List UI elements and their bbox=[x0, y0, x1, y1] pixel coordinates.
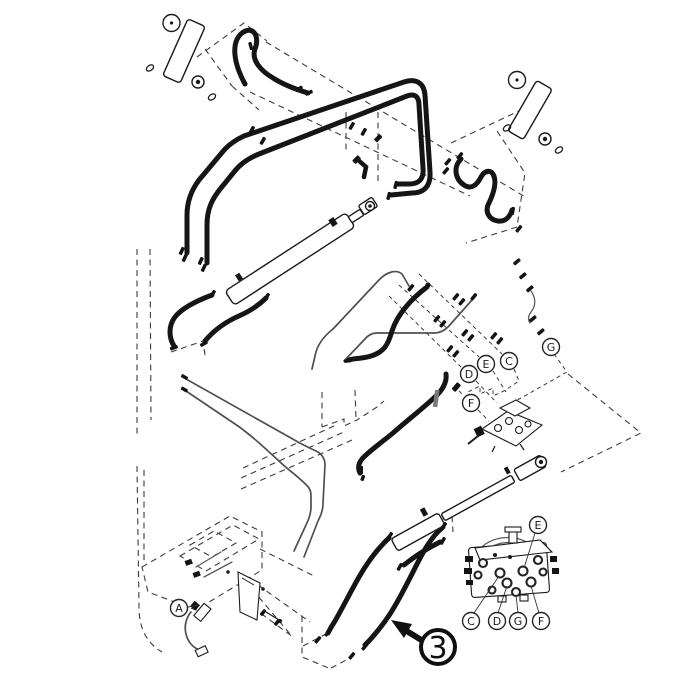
tilt-cylinder-left bbox=[145, 13, 217, 101]
center-hoses bbox=[346, 284, 449, 476]
valve-callout-e: E bbox=[528, 515, 548, 535]
svg-text:E: E bbox=[535, 519, 542, 532]
svg-text:D: D bbox=[493, 615, 501, 628]
valve-block-detail bbox=[464, 526, 559, 614]
callout-group-hoses: D E C G F bbox=[459, 337, 561, 413]
svg-text:E: E bbox=[483, 358, 490, 371]
callout-f: F bbox=[461, 393, 481, 413]
w-hose bbox=[453, 156, 515, 224]
callout-g: G bbox=[541, 337, 561, 357]
port-d bbox=[501, 577, 513, 589]
item-3-badge: 3 bbox=[419, 628, 457, 666]
port-f bbox=[525, 576, 537, 588]
port-c bbox=[494, 567, 506, 579]
o-ring bbox=[207, 93, 217, 101]
o-ring bbox=[145, 64, 155, 72]
valve-callout-f: F bbox=[531, 611, 551, 631]
callout-a: A bbox=[169, 598, 200, 618]
svg-text:C: C bbox=[467, 615, 475, 628]
valve-callout-d: D bbox=[487, 611, 507, 631]
bottom-hoses bbox=[325, 524, 446, 648]
s-hoses-left bbox=[167, 292, 269, 349]
valve-callout-c: C bbox=[461, 611, 481, 631]
port-e bbox=[517, 565, 529, 577]
control-valve-upper bbox=[467, 399, 544, 453]
svg-text:G: G bbox=[547, 341, 556, 354]
svg-text:F: F bbox=[538, 615, 544, 628]
o-ring bbox=[502, 124, 512, 132]
svg-text:A: A bbox=[175, 602, 183, 615]
callout-group-valve: E C D G F bbox=[461, 515, 551, 631]
tilt-cylinder-right bbox=[502, 70, 564, 154]
o-ring bbox=[554, 146, 564, 154]
svg-text:G: G bbox=[514, 615, 523, 628]
item-3-arrow bbox=[391, 620, 425, 644]
callout-e: E bbox=[476, 354, 496, 374]
valve-callout-g: G bbox=[508, 611, 528, 631]
port-g bbox=[510, 586, 522, 598]
frame-fitting-a bbox=[184, 600, 212, 658]
callout-c: C bbox=[499, 351, 519, 371]
lift-cylinder bbox=[225, 197, 378, 305]
mounting-bracket bbox=[184, 558, 282, 623]
svg-text:D: D bbox=[465, 368, 473, 381]
svg-text:F: F bbox=[468, 397, 474, 410]
bucket-cylinder bbox=[391, 455, 548, 551]
hose-fittings bbox=[169, 41, 545, 660]
callout-d: D bbox=[459, 364, 479, 384]
curl-hose bbox=[232, 27, 311, 96]
svg-text:C: C bbox=[505, 355, 513, 368]
hydraulic-hose-loop bbox=[184, 78, 433, 266]
svg-text:3: 3 bbox=[428, 631, 447, 666]
